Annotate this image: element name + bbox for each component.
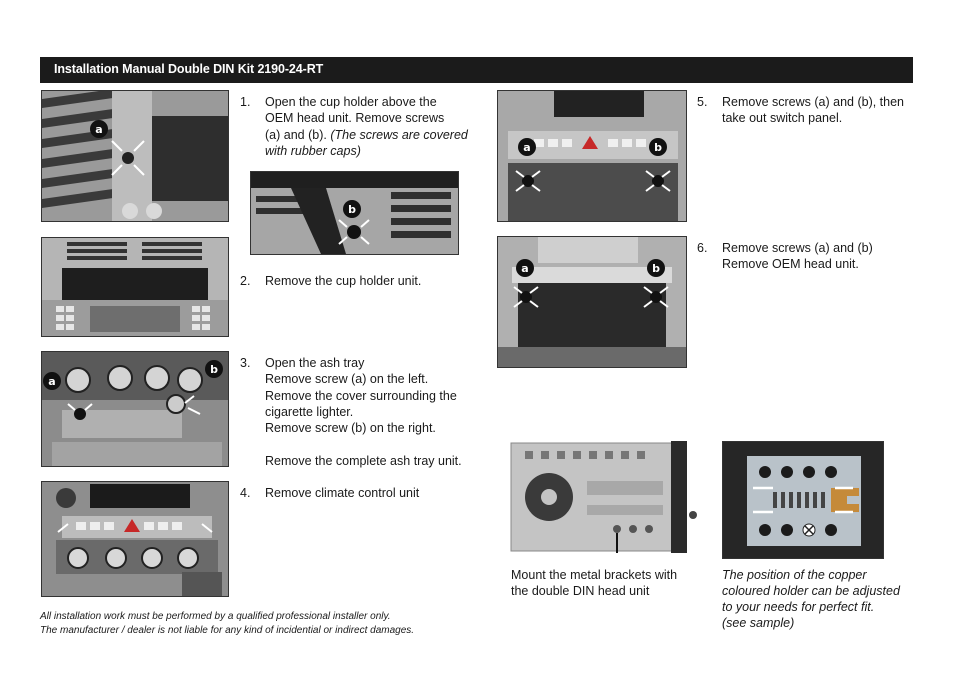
caption-copper-holder: The position of the copper coloured hold…	[722, 567, 912, 631]
step-3: 3. Open the ash tray Remove screw (a) on…	[240, 355, 480, 475]
step-1: 1. Open the cup holder above the OEM hea…	[240, 94, 480, 164]
photo-copper-holder	[722, 441, 884, 559]
photo-ash-tray-illustration: a b	[42, 352, 228, 466]
step-5: 5. Remove screws (a) and (b), then take …	[697, 94, 912, 134]
photo-cup-holder: a	[41, 90, 229, 222]
step-text: Remove the complete ash tray unit.	[265, 453, 462, 468]
photo-double-din-illustration	[497, 441, 697, 555]
photo-cup-holder-illustration: a	[42, 91, 228, 221]
photo-label-b: b	[348, 203, 356, 216]
step-text: (a) and (b).	[265, 127, 331, 142]
caption-text: to your needs for perfect fit.	[722, 600, 875, 614]
caption-text: The position of the copper	[722, 568, 867, 582]
step-4: 4. Remove climate control unit	[240, 485, 480, 505]
step-text: Remove OEM head unit.	[722, 257, 859, 272]
photo-label-a: a	[523, 141, 530, 154]
photo-cup-holder-removed	[41, 237, 229, 337]
step-number: 3.	[240, 356, 251, 370]
photo-label-a: a	[521, 262, 528, 275]
step-number: 2.	[240, 274, 251, 288]
photo-copper-holder-illustration	[723, 442, 883, 558]
photo-switch-panel: a b	[497, 90, 687, 222]
step-2: 2. Remove the cup holder unit.	[240, 273, 480, 293]
photo-head-unit-removal-illustration: a b	[498, 237, 686, 367]
caption-text: Mount the metal brackets with	[511, 568, 678, 582]
header-bar: Installation Manual Double DIN Kit 2190-…	[40, 57, 913, 83]
caption-text: coloured holder can be adjusted	[722, 584, 900, 598]
step-text: cigarette lighter.	[265, 404, 354, 419]
step-number: 5.	[697, 95, 708, 109]
photo-screw-b-illustration: b	[251, 172, 458, 254]
photo-double-din-brackets	[497, 441, 697, 555]
step-text: Remove screws (a) and (b), then	[722, 95, 905, 109]
step-text: Open the ash tray	[265, 356, 365, 370]
photo-head-unit-removal: a b	[497, 236, 687, 368]
photo-climate-control-illustration	[42, 482, 228, 596]
photo-label-b: b	[210, 363, 218, 376]
step-6: 6. Remove screws (a) and (b) Remove OEM …	[697, 240, 912, 280]
caption-text: the double DIN head unit	[511, 584, 650, 598]
photo-label-b: b	[654, 141, 662, 154]
photo-ash-tray: a b	[41, 351, 229, 467]
step-text: Remove the cover surrounding the	[265, 388, 457, 403]
step-text: Remove screw (a) on the left.	[265, 372, 429, 387]
step-text: Open the cup holder above the	[265, 95, 437, 109]
step-text: Remove screws (a) and (b)	[722, 241, 873, 255]
disclaimer-line: The manufacturer / dealer is not liable …	[40, 625, 415, 636]
caption-brackets: Mount the metal brackets with the double…	[511, 567, 711, 599]
photo-label-b: b	[652, 262, 660, 275]
step-note: with rubber caps)	[265, 143, 361, 158]
step-text: take out switch panel.	[722, 111, 843, 126]
page-title: Installation Manual Double DIN Kit 2190-…	[54, 62, 324, 76]
photo-label-a: a	[95, 123, 102, 136]
step-spacer	[265, 436, 462, 452]
disclaimer: All installation work must be performed …	[40, 610, 414, 638]
step-text: Remove the cup holder unit.	[265, 274, 422, 288]
photo-label-a: a	[48, 375, 55, 388]
step-text: OEM head unit. Remove screws	[265, 111, 445, 126]
photo-switch-panel-illustration: a b	[498, 91, 686, 221]
step-number: 1.	[240, 95, 251, 109]
step-number: 6.	[697, 241, 708, 255]
step-note: (The screws are covered	[330, 127, 468, 142]
step-text: Remove climate control unit	[265, 486, 420, 500]
photo-cup-holder-removed-illustration	[42, 238, 228, 336]
step-text: Remove screw (b) on the right.	[265, 421, 436, 436]
step-number: 4.	[240, 486, 251, 500]
caption-text: (see sample)	[722, 616, 795, 630]
disclaimer-line: All installation work must be performed …	[40, 611, 391, 622]
photo-screw-b-detail: b	[250, 171, 459, 255]
photo-climate-control	[41, 481, 229, 597]
